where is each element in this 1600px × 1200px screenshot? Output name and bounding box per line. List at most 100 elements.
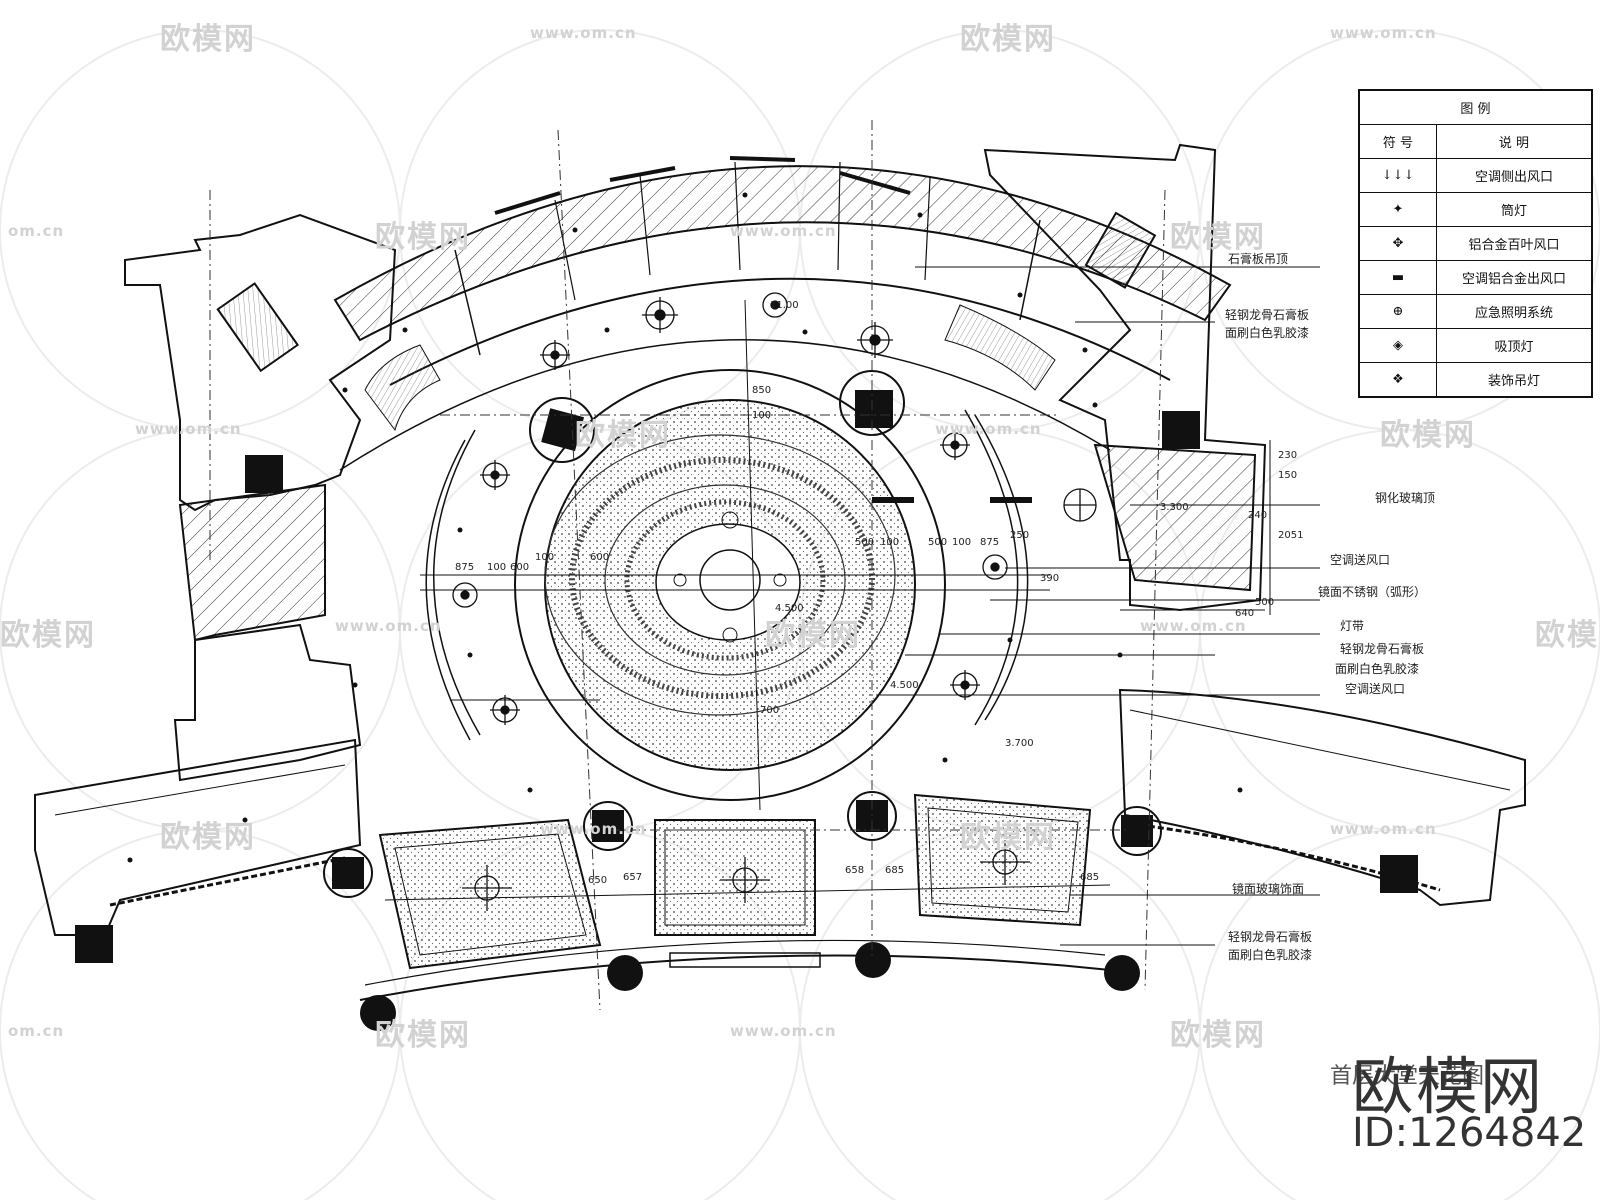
downlight-icon: ◈ [1359,328,1437,363]
watermark-url: www.om.cn [935,420,1042,438]
brand-stamp: 欧模网 [1352,1050,1545,1123]
watermark-url: www.om.cn [1140,617,1247,635]
dimension-label: 100 [952,537,972,548]
dimension-label: 685 [1080,872,1100,883]
dimension-label: 250 [1010,530,1030,541]
legend-col-desc: 说 明 [1436,124,1592,159]
dimension-label: 230 [1278,450,1298,461]
dimension-label: 875 [455,562,475,573]
watermark-logo: 欧模网 [1170,220,1266,255]
callout-label: 面刷白色乳胶漆 [1225,326,1310,340]
callout-label: 钢化玻璃顶 [1375,491,1436,505]
watermark-logo: 欧模网 [160,22,256,57]
spotlight-icon [127,192,1243,863]
dimension-label: 150 [1278,470,1298,481]
watermark-circles [0,29,1600,1200]
watermark-logo: 欧模网 [1170,1018,1266,1053]
emergency-light-icon: ⊕ [1359,294,1437,329]
watermark-url: om.cn [8,222,65,240]
decorative-pendant-icon [762,292,788,318]
air-return-vent-icon: ↓↓↓ [1359,158,1437,193]
callout-label: 面刷白色乳胶漆 [1228,948,1313,962]
emergency-light-icon [1063,488,1097,522]
dimension-label: 100 [487,562,507,573]
left-wing [34,213,397,936]
central-dome [339,339,1111,801]
dimension-label: 390 [1040,573,1060,584]
legend-desc: 应急照明系统 [1436,294,1592,329]
ceiling-fixtures [127,192,1243,911]
watermark-logo: 欧模网 [765,618,861,653]
watermark-logo: 欧模网 [160,820,256,855]
watermark-url: www.om.cn [1330,820,1437,838]
dimension-label: 2051 [1278,530,1304,541]
watermark-url: www.om.cn [540,820,647,838]
watermark-logo: 欧模网 [375,220,471,255]
watermark-logo: 欧模网 [960,22,1056,57]
legend-desc: 空调铝合金出风口 [1436,260,1592,295]
callout-label: 镜面不锈钢（弧形） [1318,585,1427,599]
decorative-pendant-icon [980,840,1030,885]
aluminum-grille-icon: ✥ [1359,226,1437,261]
watermark-url: www.om.cn [730,222,837,240]
decorative-pendant-icon [940,430,970,460]
callout-label: 镜面玻璃饰面 [1232,882,1305,896]
dimension-label: 875 [980,537,1000,548]
callout-label: 石膏板吊顶 [1228,252,1289,266]
dimension-label: 850 [752,385,772,396]
supply-grille-icon: ▬ [1359,260,1437,295]
legend-col-symbol: 符 号 [1359,124,1437,159]
spotlight-icon: ✦ [1359,192,1437,227]
watermark-url: www.om.cn [335,617,442,635]
dimension-label: 640 [1235,608,1255,619]
decorative-pendant-icon [982,554,1008,580]
watermark-url: om.cn [8,1022,65,1040]
dimension-label: 4.500 [775,603,804,614]
callout-label: 面刷白色乳胶漆 [1335,662,1420,676]
column-square [75,925,113,963]
dimension-label: 100 [535,552,555,563]
callout-label: 灯带 [1340,619,1365,633]
leader-lines [880,266,1320,946]
watermark-url: www.om.cn [135,420,242,438]
dimension-label: 500 [1255,597,1275,608]
dimension-label: 658 [845,865,865,876]
decorative-pendant-icon: ❖ [1359,362,1437,397]
legend-desc: 吸顶灯 [1436,328,1592,363]
drawing-title: 首层大堂天花图 [1330,1064,1485,1089]
dimension-label: 500 [928,537,948,548]
decorative-pendant-icon [452,582,478,608]
decorative-pendant-icon [462,865,512,911]
column-square [1380,855,1418,893]
legend-desc: 装饰吊灯 [1436,362,1592,397]
axis-lines [209,120,1166,1011]
watermark-url: www.om.cn [1330,24,1437,42]
bottom-lightboxes [359,793,1111,1001]
watermark-logo: 欧模网 [960,820,1056,855]
dimension-label: 700 [760,705,780,716]
right-wing [983,143,1526,907]
supply-vent-bars [872,497,1032,503]
dimension-label: 600 [510,562,530,573]
legend-desc: 筒灯 [1436,192,1592,227]
dimension-label: 650 [588,875,608,886]
dimension-label: 500 [855,537,875,548]
legend-desc: 铝合金百叶风口 [1436,226,1592,261]
watermark-url: www.om.cn [730,1022,837,1040]
decorative-pendant-icon [490,695,520,725]
dimension-lines [384,299,1271,901]
watermark-logo: 欧模网 [0,618,96,653]
callout-label: 空调送风口 [1345,682,1406,696]
decorative-pendant-icon [480,460,510,490]
dimension-label: 240 [1248,510,1268,521]
watermark-logo: 欧模网 [1380,418,1476,453]
column-square [245,455,283,493]
decorative-pendant-icon [720,857,770,903]
callout-label: 轻钢龙骨石膏板 [1225,308,1310,322]
decorative-pendant-icon [642,297,678,333]
callout-label: 空调送风口 [1330,553,1391,567]
legend-table: 图 例 符 号 说 明 ↓↓↓空调侧出风口 ✦筒灯 ✥铝合金百叶风口 ▬空调铝合… [1358,89,1593,398]
dimension-label: 657 [623,872,643,883]
model-id: ID:1264842 [1352,1110,1587,1156]
